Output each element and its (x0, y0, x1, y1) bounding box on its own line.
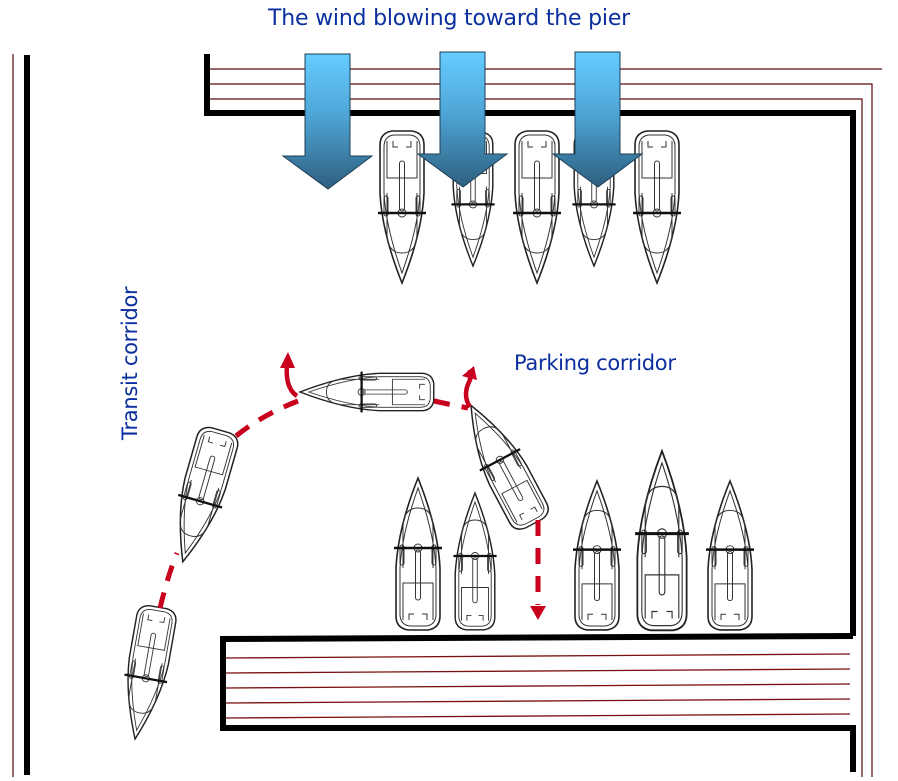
maneuver-path (157, 352, 546, 620)
boats-bottom-row (392, 449, 756, 632)
boat-maneuver-4 (449, 393, 556, 536)
bottom-pier (220, 633, 856, 772)
boat (392, 476, 444, 632)
boat (452, 491, 498, 631)
boat-maneuver-3 (298, 370, 435, 414)
turn-arrow-icon (462, 366, 477, 380)
wind-arrow-icon (281, 53, 374, 190)
top-pier (204, 54, 882, 777)
diagram-title: The wind blowing toward the pier (268, 6, 630, 31)
left-shore (12, 54, 30, 777)
wind-arrow-icon (551, 51, 644, 188)
boat (571, 479, 623, 632)
wind-arrows (281, 51, 644, 190)
boat (633, 449, 691, 632)
parking-corridor-label: Parking corridor (514, 351, 676, 375)
arrow-down-icon (530, 606, 546, 620)
wind-arrow-icon (416, 51, 509, 188)
boat-maneuver-2 (159, 422, 244, 570)
boat-maneuver-1 (112, 602, 181, 744)
transit-corridor-label: Transit corridor (118, 286, 142, 440)
turn-arrow-icon (280, 352, 295, 368)
boat (704, 479, 756, 632)
